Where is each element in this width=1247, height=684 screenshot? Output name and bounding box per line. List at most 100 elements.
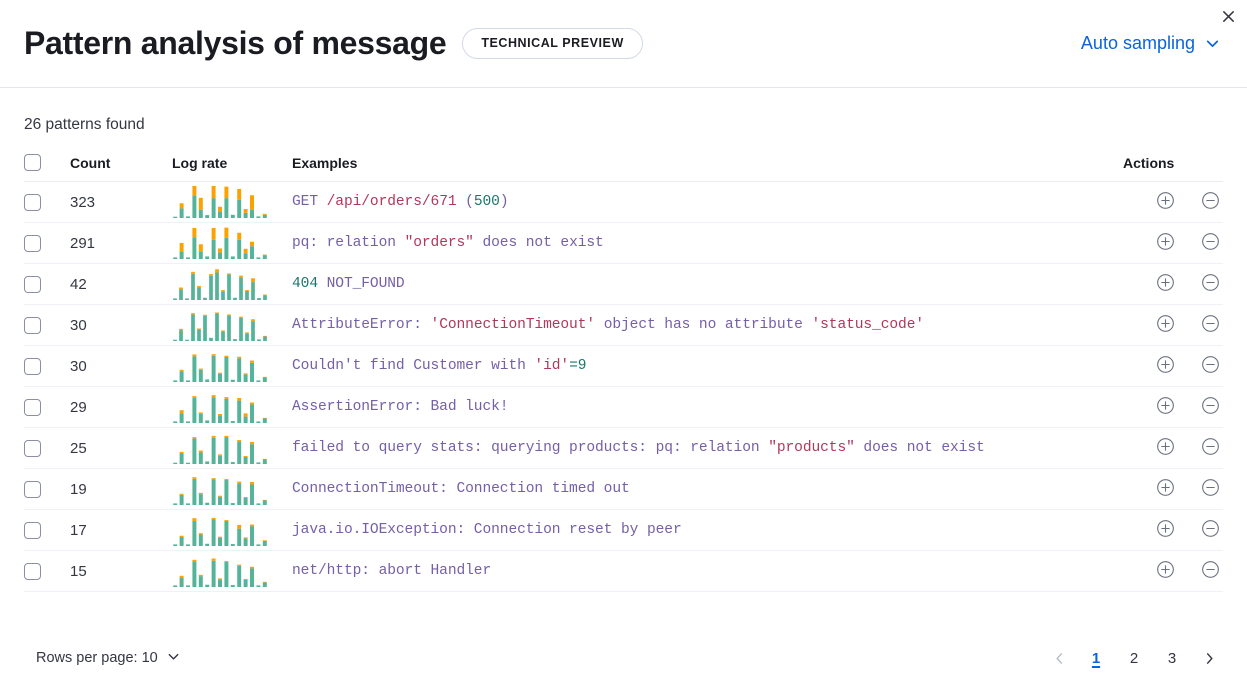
add-filter-icon[interactable] (1153, 352, 1179, 378)
row-actions (1123, 304, 1223, 346)
remove-filter-icon[interactable] (1197, 188, 1223, 214)
row-log-rate-sparkline (172, 222, 292, 264)
add-filter-icon[interactable] (1153, 434, 1179, 460)
row-actions (1123, 386, 1223, 428)
chevron-down-icon (166, 649, 181, 668)
page-number-3[interactable]: 3 (1167, 649, 1177, 667)
row-log-rate-sparkline (172, 181, 292, 223)
row-select-cell (24, 304, 70, 346)
row-example: Couldn't find Customer with 'id'=9 (292, 345, 1123, 387)
row-example: net/http: abort Handler (292, 550, 1123, 592)
remove-filter-icon[interactable] (1197, 557, 1223, 583)
example-token: object has no attribute (595, 317, 812, 333)
row-actions (1123, 222, 1223, 264)
row-actions (1123, 468, 1223, 510)
row-checkbox[interactable] (24, 193, 41, 211)
remove-filter-icon[interactable] (1197, 475, 1223, 501)
auto-sampling-label: Auto sampling (1080, 33, 1195, 53)
example-token: NOT_FOUND (317, 276, 405, 292)
example-token: ) (499, 194, 509, 210)
example-token: does not exist (854, 440, 985, 456)
auto-sampling-selector[interactable]: Auto sampling (1081, 33, 1223, 54)
table-header-row: Count Log rate Examples Actions (24, 154, 1223, 182)
row-log-rate-sparkline (172, 263, 292, 305)
select-all-checkbox[interactable] (24, 154, 41, 171)
table-row: 323 GET /api/orders/671 (500) (24, 181, 1223, 223)
remove-filter-icon[interactable] (1197, 352, 1223, 378)
add-filter-icon[interactable] (1153, 229, 1179, 255)
row-checkbox[interactable] (24, 480, 41, 498)
column-header-log-rate: Log rate (172, 154, 292, 182)
row-select-cell (24, 427, 70, 469)
row-select-cell (24, 386, 70, 428)
row-count: 15 (70, 550, 172, 592)
example-token: ( (456, 194, 474, 210)
column-header-actions: Actions (1123, 154, 1223, 182)
remove-filter-icon[interactable] (1197, 270, 1223, 296)
rows-per-page-selector[interactable]: Rows per page: 10 (24, 649, 181, 668)
add-filter-icon[interactable] (1153, 188, 1179, 214)
add-filter-icon[interactable] (1153, 393, 1179, 419)
row-checkbox[interactable] (24, 234, 41, 252)
add-filter-icon[interactable] (1153, 270, 1179, 296)
row-checkbox[interactable] (24, 357, 41, 375)
row-count: 291 (70, 222, 172, 264)
row-example: failed to query stats: querying products… (292, 427, 1123, 469)
row-select-cell (24, 509, 70, 551)
close-icon[interactable] (1215, 3, 1241, 29)
row-checkbox[interactable] (24, 275, 41, 293)
row-checkbox[interactable] (24, 398, 41, 416)
row-count: 42 (70, 263, 172, 305)
example-token: does not exist (473, 235, 604, 251)
row-example: ConnectionTimeout: Connection timed out (292, 468, 1123, 510)
example-token: 404 (292, 276, 318, 292)
remove-filter-icon[interactable] (1197, 516, 1223, 542)
example-token: 'id' (534, 358, 570, 374)
example-token: 'status_code' (811, 317, 925, 333)
patterns-table: Count Log rate Examples Actions 323 GET … (24, 154, 1223, 592)
remove-filter-icon[interactable] (1197, 393, 1223, 419)
example-token: 500 (473, 194, 500, 210)
example-token: =9 (569, 358, 587, 374)
example-token: 'ConnectionTimeout' (430, 317, 596, 333)
table-row: 15 net/http: abort Handler (24, 550, 1223, 592)
rows-per-page-label: Rows per page: 10 (36, 650, 158, 666)
row-actions (1123, 509, 1223, 551)
example-token: failed to query stats: querying products… (292, 440, 769, 456)
row-select-cell (24, 345, 70, 387)
row-checkbox[interactable] (24, 562, 41, 580)
next-page-button[interactable] (1195, 644, 1223, 672)
row-actions (1123, 345, 1223, 387)
add-filter-icon[interactable] (1153, 516, 1179, 542)
table-row: 291 pq: relation "orders" does not exist (24, 222, 1223, 264)
technical-preview-badge: TECHNICAL PREVIEW (462, 28, 643, 59)
previous-page-button[interactable] (1045, 644, 1073, 672)
row-example: GET /api/orders/671 (500) (292, 181, 1123, 223)
row-checkbox[interactable] (24, 439, 41, 457)
add-filter-icon[interactable] (1153, 475, 1179, 501)
row-actions (1123, 263, 1223, 305)
page-title: Pattern analysis of message (24, 25, 447, 61)
row-select-cell (24, 468, 70, 510)
row-checkbox[interactable] (24, 316, 41, 334)
row-example: 404 NOT_FOUND (292, 263, 1123, 305)
page-number-1[interactable]: 1 (1091, 649, 1101, 667)
example-token: Couldn't find Customer with (292, 358, 535, 374)
row-checkbox[interactable] (24, 521, 41, 539)
remove-filter-icon[interactable] (1197, 229, 1223, 255)
example-token: ConnectionTimeout: Connection timed out (292, 481, 630, 497)
add-filter-icon[interactable] (1153, 557, 1179, 583)
page-number-2[interactable]: 2 (1129, 649, 1139, 667)
remove-filter-icon[interactable] (1197, 434, 1223, 460)
row-example: java.io.IOException: Connection reset by… (292, 509, 1123, 551)
row-log-rate-sparkline (172, 427, 292, 469)
row-log-rate-sparkline (172, 304, 292, 346)
table-row: 29 AssertionError: Bad luck! (24, 386, 1223, 428)
row-select-cell (24, 181, 70, 223)
column-header-count[interactable]: Count (70, 154, 172, 182)
row-example: AttributeError: 'ConnectionTimeout' obje… (292, 304, 1123, 346)
row-log-rate-sparkline (172, 345, 292, 387)
column-header-examples: Examples (292, 154, 1123, 182)
remove-filter-icon[interactable] (1197, 311, 1223, 337)
add-filter-icon[interactable] (1153, 311, 1179, 337)
